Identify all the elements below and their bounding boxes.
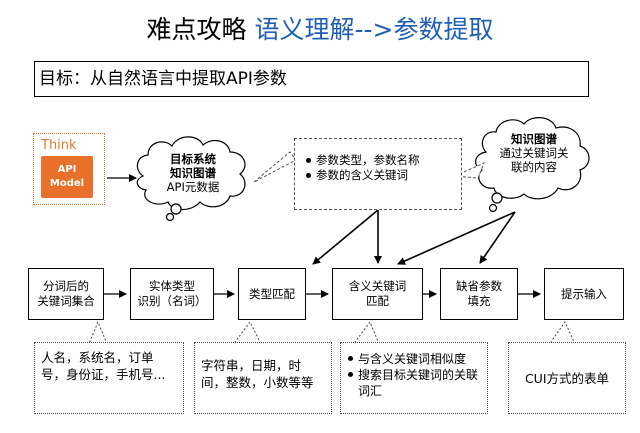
note-semantic-item: 与含义关键词相似度: [345, 351, 483, 367]
cloud-right-text: 知识图谱 通过关键词关 联的内容: [486, 132, 582, 174]
step-semantic-keyword-matching: 含义关键词匹配: [332, 268, 423, 320]
step-line: 含义关键词: [348, 279, 407, 293]
step-prompt-input: 提示输入: [544, 268, 624, 320]
note-type-examples: 字符串，日期，时间，整数，小数等等: [194, 342, 332, 414]
cloud-right-line3: 联的内容: [511, 160, 557, 174]
note-semantic-item: 搜索目标关键词的关联词汇: [345, 367, 483, 399]
note-entity-examples: 人名，系统名，订单号，身份证，手机号...: [34, 342, 184, 414]
title-prefix: 难点攻略: [146, 15, 255, 44]
cloud-left-line2: 知识图谱: [170, 166, 216, 180]
step-line: 匹配: [366, 294, 389, 308]
cloud-left-line3: API元数据: [166, 180, 220, 194]
model-label: Model: [49, 178, 85, 189]
step-keyword-set: 分词后的关键词集合: [28, 268, 104, 320]
page-title: 难点攻略 语义理解-->参数提取: [0, 13, 640, 47]
cloud-left-text: 目标系统 知识图谱 API元数据: [150, 152, 236, 194]
step-line: 关键词集合: [37, 294, 95, 308]
note-cui-form: CUI方式的表单: [508, 342, 626, 414]
cloud-left-shape: [136, 136, 246, 222]
step-line: 类型匹配: [249, 286, 295, 301]
step-default-param-fill: 缺省参数填充: [440, 268, 518, 320]
think-label: Think: [41, 138, 77, 153]
step-entity-recognition: 实体类型识别（名词）: [130, 268, 214, 320]
note-top-item: 参数的含义关键词: [303, 168, 455, 183]
note-semantic-matching: 与含义关键词相似度 搜索目标关键词的关联词汇: [340, 342, 488, 414]
note-top-item: 参数类型，参数名称: [303, 153, 455, 168]
step-line: 填充: [467, 294, 491, 308]
step-line: 实体类型: [149, 279, 195, 293]
cloud-right-shape: [475, 117, 590, 213]
title-accent: 语义理解-->参数提取: [254, 15, 494, 44]
cloud-left-line1: 目标系统: [170, 152, 216, 166]
step-line: 识别（名词）: [137, 294, 207, 308]
step-line: 缺省参数: [456, 279, 502, 293]
api-label: API: [57, 164, 77, 175]
note-param-types: 参数类型，参数名称 参数的含义关键词: [294, 138, 462, 210]
step-type-matching: 类型匹配: [238, 268, 306, 320]
think-api-model-icon: Think API Model: [33, 133, 105, 205]
step-line: 分词后的: [43, 279, 89, 293]
goal-box: 目标：从自然语言中提取API参数: [34, 61, 589, 97]
cloud-right-line2: 通过关键词关: [499, 146, 569, 160]
step-line: 提示输入: [561, 286, 607, 301]
cloud-right-line1: 知识图谱: [511, 132, 557, 146]
api-model-badge: API Model: [41, 156, 93, 198]
